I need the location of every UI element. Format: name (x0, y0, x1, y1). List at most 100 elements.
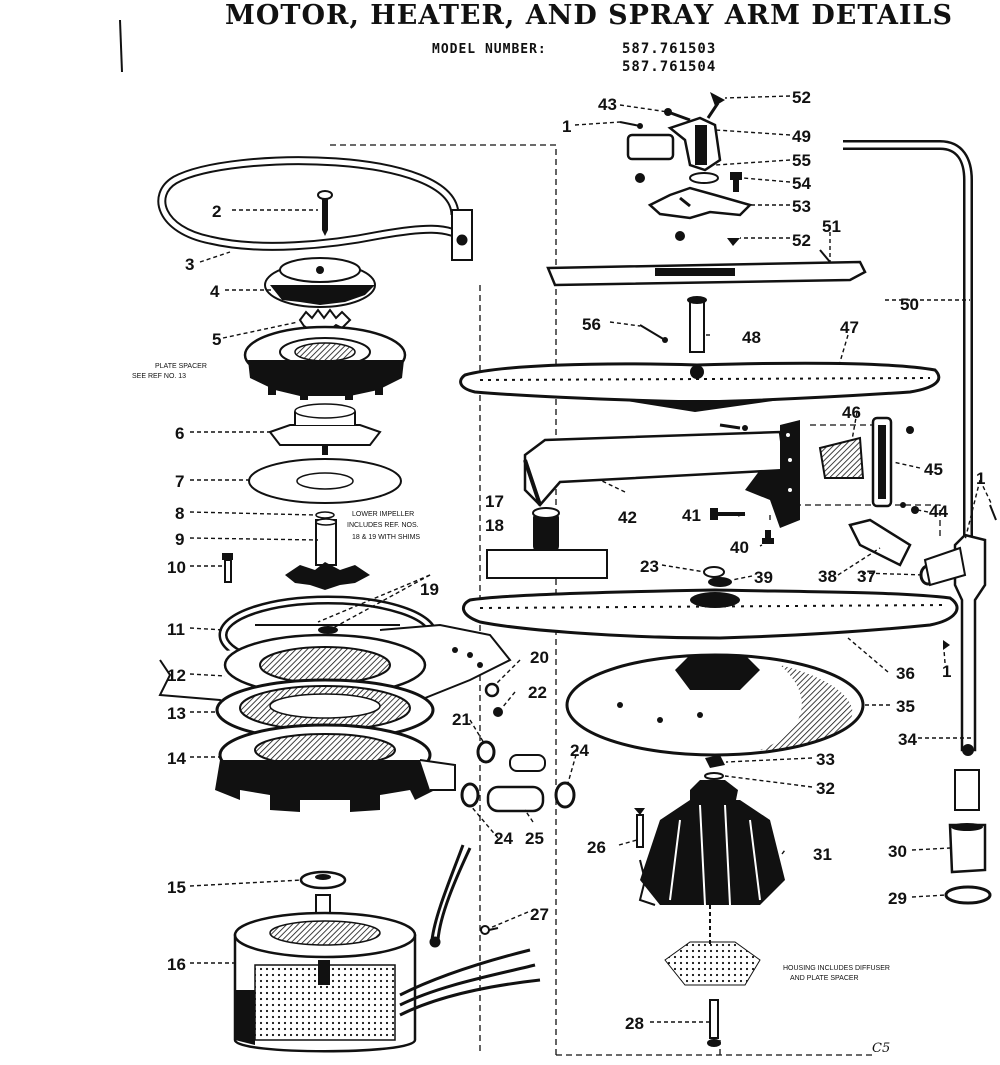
note-lower-impeller-line-1: LOWER IMPELLER (352, 511, 414, 518)
callout-51: 51 (822, 217, 841, 236)
page-code: C5 (872, 1041, 890, 1056)
part-45-bracket (871, 416, 893, 508)
callout-19: 19 (420, 580, 439, 599)
part-53-bracket (635, 173, 753, 220)
callout-1c: 1 (976, 469, 985, 488)
note-plate-spacer-line-2: SEE REF NO. 13 (132, 373, 186, 380)
diagram-title: MOTOR, HEATER, AND SPRAY ARM DETAILS (225, 0, 954, 31)
callout-6: 6 (175, 424, 184, 443)
callout-56: 56 (582, 315, 601, 334)
note-housing-line-1: HOUSING INCLUDES DIFFUSER (783, 965, 890, 972)
callout-10: 10 (167, 558, 186, 577)
callout-7: 7 (175, 472, 184, 491)
callout-31: 31 (813, 845, 832, 864)
callout-1b: 1 (942, 662, 951, 681)
callout-53: 53 (792, 197, 811, 216)
model-number-label: MODEL NUMBER: (432, 42, 547, 57)
callout-34: 34 (898, 730, 917, 749)
part-44-screw (900, 426, 919, 514)
part-52-screw-lower (675, 231, 740, 246)
callout-50: 50 (900, 295, 919, 314)
callout-leader-lines (189, 95, 993, 1023)
callout-15: 15 (167, 878, 186, 897)
callout-44: 44 (929, 502, 948, 521)
callout-52: 52 (792, 231, 811, 250)
part-55-seal (689, 172, 719, 184)
part-2-screw (317, 190, 333, 236)
callout-22: 22 (528, 683, 547, 702)
part-9-lower-impeller (285, 518, 370, 590)
callout-14: 14 (167, 749, 186, 768)
part-47-middle-spray-arm (459, 361, 941, 412)
part-4-upper-impeller (264, 257, 376, 308)
note-lower-impeller-line-2: INCLUDES REF. NOS. (347, 522, 419, 529)
callout-37: 37 (857, 567, 876, 586)
plate-spacer-illustration (243, 325, 407, 400)
callout-3: 3 (185, 255, 194, 274)
part-18-pad (486, 549, 608, 579)
callout-41: 41 (682, 506, 701, 525)
note-housing-line-2: AND PLATE SPACER (790, 975, 859, 982)
callout-48: 48 (742, 328, 761, 347)
part-16-motor (233, 894, 541, 1053)
part-6-seal-plate (268, 403, 382, 455)
callout-18: 18 (485, 516, 504, 535)
callout-47: 47 (840, 318, 859, 337)
part-7-gasket (248, 458, 402, 504)
part-13-plate-spacer (215, 678, 435, 742)
callout-36: 36 (896, 664, 915, 683)
margin-mark (119, 19, 123, 73)
callout-25: 25 (525, 829, 544, 848)
model-number-2: 587.761504 (622, 59, 717, 75)
part-32-washer (704, 772, 724, 780)
callout-9: 9 (175, 530, 184, 549)
part-48-shaft (687, 296, 707, 353)
part-23-nut (703, 566, 725, 578)
part-46-gasket (818, 436, 865, 479)
part-10-screw (222, 553, 233, 583)
callout-20: 20 (530, 648, 549, 667)
callout-23: 23 (640, 557, 659, 576)
note-lower-impeller: LOWER IMPELLER INCLUDES REF. NOS. 18 & 1… (347, 511, 420, 541)
callout-4: 4 (210, 282, 220, 301)
diffuser-illustration (664, 905, 761, 986)
callout-17: 17 (485, 492, 504, 511)
hose-segment (509, 754, 546, 772)
callout-5: 5 (212, 330, 221, 349)
callout-32: 32 (816, 779, 835, 798)
callout-26: 26 (587, 838, 606, 857)
part-50-supply-tube (843, 140, 973, 545)
part-40-screw (762, 530, 774, 544)
note-plate-spacer: PLATE SPACER SEE REF NO. 13 (132, 363, 207, 380)
callout-24: 24 (570, 741, 589, 760)
part-22-screw (493, 707, 503, 717)
note-lower-impeller-line-3: 18 & 19 WITH SHIMS (352, 534, 420, 541)
callout-43: 43 (598, 95, 617, 114)
part-25-hose (486, 785, 545, 813)
callout-39: 39 (754, 568, 773, 587)
callout-46: 46 (842, 403, 861, 422)
callout-49: 49 (792, 127, 811, 146)
callout-52b: 52 (792, 88, 811, 107)
part-17-clip (532, 507, 560, 552)
part-27-screw (480, 925, 499, 935)
part-15-slinger (299, 870, 347, 890)
part-14-pump-housing (215, 723, 456, 812)
part-56-pin (639, 324, 668, 343)
part-24-clamp-right (554, 781, 576, 809)
part-35-plate (565, 653, 865, 757)
part-31-housing (638, 780, 785, 906)
note-housing: HOUSING INCLUDES DIFFUSER AND PLATE SPAC… (783, 965, 890, 982)
part-29-washer (944, 885, 992, 905)
callout-45: 45 (924, 460, 943, 479)
callout-35: 35 (896, 697, 915, 716)
part-43-screw (664, 108, 691, 122)
callout-2: 2 (212, 202, 221, 221)
callout-33: 33 (816, 750, 835, 769)
part-30-coupling (948, 769, 987, 874)
part-8-shim (315, 511, 335, 519)
callout-29: 29 (888, 889, 907, 908)
small-screw-right (943, 504, 997, 650)
part-49-nozzle (626, 116, 722, 172)
